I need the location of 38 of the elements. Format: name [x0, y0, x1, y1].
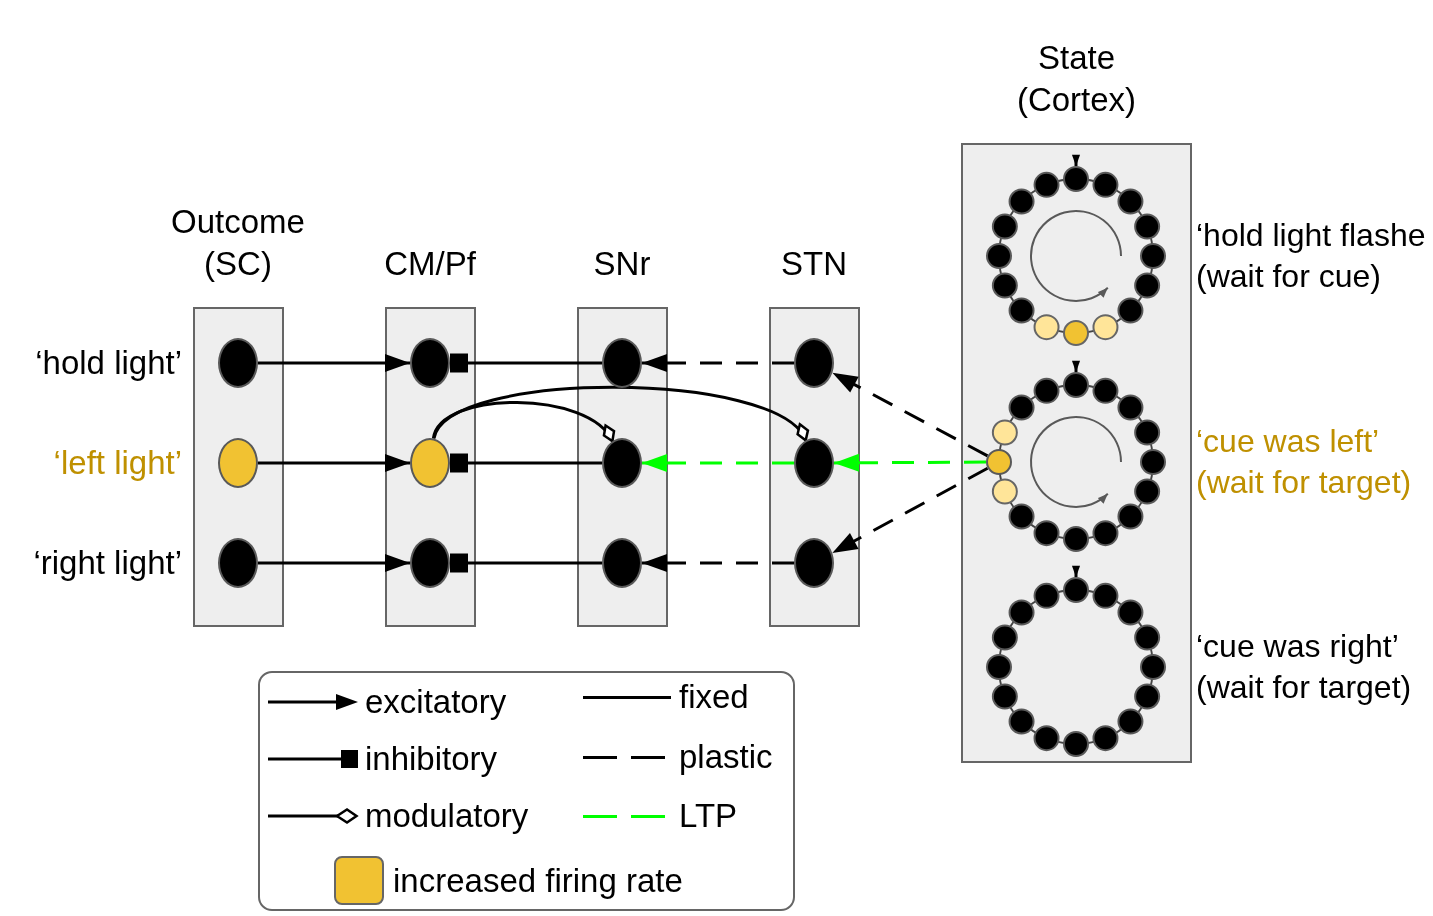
arrow [258, 554, 410, 572]
dashed-arrow [831, 466, 989, 555]
neuron-ring [986, 166, 1166, 346]
dashed-arrow [834, 453, 986, 472]
row-label: ‘hold light’ [35, 343, 182, 383]
column-title: STN [780, 244, 848, 284]
diamond-end-connector [432, 385, 807, 442]
arrow [1071, 154, 1081, 166]
state-label: ‘cue was left’ (wait for target) [1196, 422, 1413, 502]
dashed-arrow [642, 354, 794, 372]
dashed-arrow [642, 454, 794, 472]
dashed-arrow [831, 371, 989, 458]
column-title: Outcome (SC) [170, 202, 306, 284]
neuron-ring [986, 577, 1166, 757]
column-title: CM/Pf [383, 244, 477, 284]
arrow [258, 454, 410, 472]
legend-text: plastic [679, 737, 773, 777]
square-end-connector [450, 553, 602, 573]
legend-text: excitatory [365, 682, 507, 722]
legend-text: increased firing rate [393, 861, 683, 901]
legend-text: fixed [679, 677, 749, 717]
column-title: SNr [592, 244, 652, 284]
state-label: ‘hold light flashe (wait for cue) [1196, 216, 1427, 296]
neuron-ring [986, 372, 1166, 552]
arrow [258, 354, 410, 372]
legend-text: LTP [679, 796, 738, 836]
state-label: ‘cue was right’ (wait for target) [1196, 627, 1413, 707]
legend-text: modulatory [365, 796, 529, 836]
arrow [1071, 565, 1081, 577]
square-end-connector [450, 353, 602, 373]
row-label: ‘right light’ [33, 543, 182, 583]
column-title: State (Cortex) [1015, 38, 1138, 120]
row-label: ‘left light’ [53, 443, 182, 483]
dashed-arrow [642, 554, 794, 572]
diamond-end-connector [432, 400, 614, 443]
arrow [1071, 360, 1081, 372]
square-end-connector [450, 453, 602, 473]
legend-text: inhibitory [365, 739, 498, 779]
